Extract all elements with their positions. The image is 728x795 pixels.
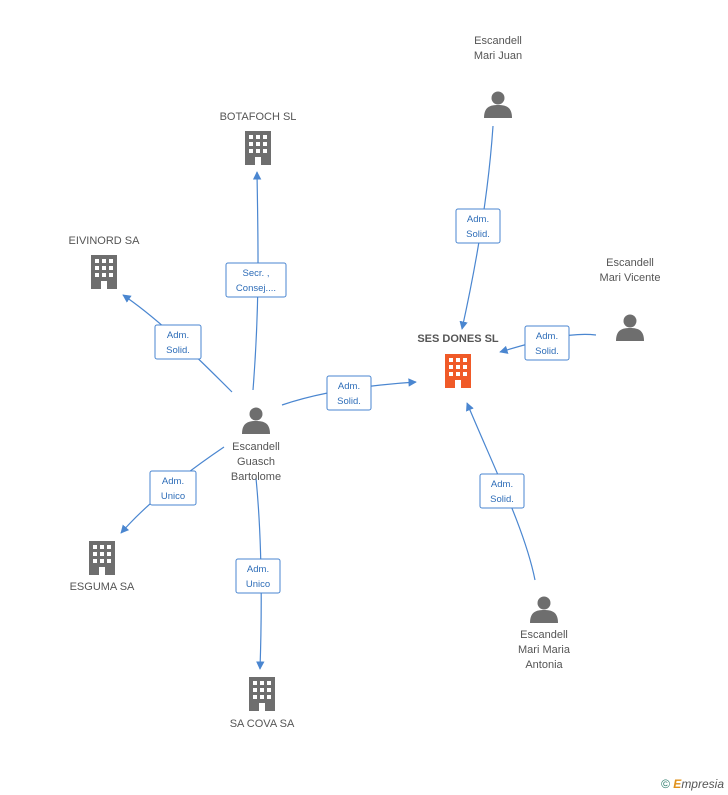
edge-label-line: Adm. — [338, 381, 360, 392]
edge-label-line: Unico — [161, 491, 185, 502]
node-eivinord[interactable]: EIVINORD SA — [69, 235, 141, 289]
node-sacova[interactable]: SA COVA SA — [230, 677, 295, 730]
edge-label-line: Unico — [246, 579, 270, 590]
node-label: ESGUMA SA — [70, 581, 135, 593]
edge-label-line: Consej.... — [236, 283, 276, 294]
building-icon — [245, 131, 271, 165]
building-icon — [91, 255, 117, 289]
edge-label-line: Solid. — [466, 229, 490, 240]
node-esguma[interactable]: ESGUMA SA — [70, 541, 135, 593]
edge-label-box[interactable] — [524, 325, 570, 361]
edge-label-box[interactable] — [479, 473, 525, 509]
edge-mariamaria-sesdones: Adm. Solid. — [466, 402, 536, 581]
building-icon — [445, 354, 471, 388]
empresia-watermark: © Empresia — [661, 777, 724, 791]
node-label: SA COVA SA — [230, 718, 295, 730]
edge-label-box[interactable] — [154, 324, 202, 360]
edge-label-box[interactable] — [326, 375, 372, 411]
brand-name: mpresia — [681, 777, 724, 791]
edge-bartolome-esguma: Adm. Unico — [120, 446, 225, 534]
node-label: BOTAFOCH SL — [220, 111, 297, 123]
person-icon — [530, 596, 558, 623]
node-sesdones[interactable]: SES DONES SL — [417, 333, 499, 388]
edge-marijuan-sesdones: Adm. Solid. — [455, 125, 501, 330]
edge-bartolome-sesdones: Adm. Solid. — [281, 375, 417, 411]
node-label: Escandell — [232, 441, 280, 453]
edge-label-line: Solid. — [490, 494, 514, 505]
node-label: Bartolome — [231, 471, 281, 483]
node-botafoch[interactable]: BOTAFOCH SL — [220, 111, 297, 165]
brand-initial: E — [673, 777, 682, 791]
node-label: Escandell — [606, 257, 654, 269]
node-label: Mari Juan — [474, 50, 522, 62]
edge-label-line: Adm. — [247, 564, 269, 575]
node-label: Guasch — [237, 456, 275, 468]
edge-label-line: Adm. — [536, 331, 558, 342]
copyright-symbol: © — [661, 777, 670, 791]
edge-label-line: Solid. — [166, 345, 190, 356]
edge-bartolome-eivinord: Adm. Solid. — [122, 294, 233, 393]
node-label: Mari Maria — [518, 644, 571, 656]
node-label: Mari Vicente — [600, 272, 661, 284]
edge-label-box[interactable] — [149, 470, 197, 506]
person-icon — [484, 91, 512, 118]
edge-label-box[interactable] — [235, 558, 281, 594]
edge-bartolome-botafoch: Secr. , Consej.... — [225, 171, 287, 391]
edge-label-line: Solid. — [337, 396, 361, 407]
person-icon — [242, 407, 270, 434]
node-label: Escandell — [520, 629, 568, 641]
edge-marivicente-sesdones: Adm. Solid. — [499, 325, 597, 361]
edge-label-line: Secr. , — [243, 268, 270, 279]
building-icon — [89, 541, 115, 575]
edge-label-line: Solid. — [535, 346, 559, 357]
edge-label-line: Adm. — [491, 479, 513, 490]
edge-label-line: Adm. — [167, 330, 189, 341]
edge-bartolome-sacova: Adm. Unico — [235, 477, 281, 670]
person-icon — [616, 314, 644, 341]
edge-label-box[interactable] — [225, 262, 287, 298]
edge-label-line: Adm. — [467, 214, 489, 225]
edge-label-line: Adm. — [162, 476, 184, 487]
node-label: Escandell — [474, 35, 522, 47]
node-label: Antonia — [525, 659, 563, 671]
edge-label-box[interactable] — [455, 208, 501, 244]
node-label: EIVINORD SA — [69, 235, 141, 247]
node-label: SES DONES SL — [417, 333, 499, 345]
building-icon — [249, 677, 275, 711]
